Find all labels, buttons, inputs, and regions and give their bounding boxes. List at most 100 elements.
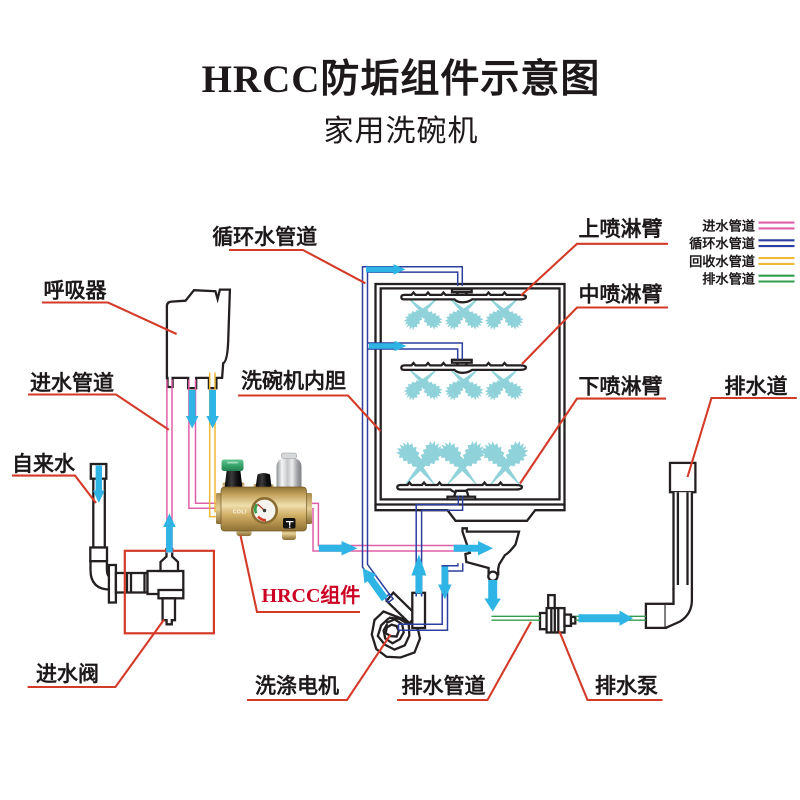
valve-green-cap bbox=[221, 459, 244, 471]
arm-mount-plate bbox=[446, 495, 477, 501]
drain-channel bbox=[644, 461, 697, 630]
legend-item: 循环水管道 bbox=[689, 235, 795, 251]
valve-gauge-hub bbox=[262, 508, 267, 513]
callout-leader-line bbox=[558, 630, 663, 702]
callout-drain-pipe: 排水管道 bbox=[397, 621, 532, 702]
callout-leader-line bbox=[12, 474, 97, 504]
motor-volute-loop bbox=[384, 623, 400, 638]
valve-gauge-green-arc bbox=[254, 503, 259, 514]
arm-blade bbox=[400, 290, 528, 304]
pipe-line bbox=[306, 507, 463, 552]
page-subtitle: 家用洗碗机 bbox=[324, 115, 479, 148]
valve-brand-text: COLI bbox=[233, 510, 247, 516]
middle-spray-arm bbox=[400, 358, 528, 374]
flow-arrow-breather-inlet-down bbox=[185, 390, 199, 429]
flow-arrow-motor-to-riser bbox=[362, 568, 388, 602]
motor-volute-loop bbox=[376, 616, 411, 651]
valve-reducer-knob bbox=[224, 467, 243, 489]
legend-item: 回收水管道 bbox=[689, 253, 795, 269]
flow-arrow-tap-down bbox=[93, 465, 105, 503]
spray-arms bbox=[396, 288, 528, 501]
legend-label: 排水管道 bbox=[702, 270, 756, 286]
flow-arrow-suction-down bbox=[438, 566, 452, 600]
callout-leader-line bbox=[397, 621, 532, 702]
circulation-pipe-lower-feed bbox=[415, 495, 464, 596]
drain-check-ball bbox=[487, 570, 499, 582]
callout-leader-line bbox=[686, 396, 797, 478]
callout-leader-line bbox=[520, 242, 668, 297]
callout-label: 排水泵 bbox=[595, 674, 658, 698]
callout-inlet-pipe: 进水管道 bbox=[28, 371, 170, 431]
tap-water-pipe bbox=[89, 462, 118, 604]
pump-top-stub bbox=[547, 593, 556, 610]
callout-dishwasher-liner: 洗碗机内胆 bbox=[238, 369, 382, 432]
callout-label: HRCC组件 bbox=[262, 583, 361, 607]
pipe-line bbox=[306, 502, 463, 547]
callout-label: 自来水 bbox=[12, 452, 76, 476]
page-title: HRCC防垢组件示意图 bbox=[202, 58, 601, 101]
callout-leader-line bbox=[239, 535, 360, 614]
title-block: HRCC防垢组件示意图 家用洗碗机 bbox=[202, 58, 601, 148]
flow-arrow-recovery-right bbox=[318, 541, 358, 556]
legend-label: 回收水管道 bbox=[689, 253, 756, 269]
valve-gauge-red-arc bbox=[257, 515, 267, 522]
pipe-line bbox=[194, 379, 222, 504]
lower-spray-arm bbox=[396, 480, 524, 501]
callout-tap-water: 自来水 bbox=[12, 452, 97, 504]
hrcc-valve: COLI bbox=[216, 452, 312, 540]
legend: 进水管道 循环水管道 回收水管道 排水管道 bbox=[689, 217, 795, 286]
drain-pump bbox=[538, 593, 577, 634]
callout-lower-spray-arm: 下喷淋臂 bbox=[519, 374, 666, 485]
legend-item: 排水管道 bbox=[702, 270, 795, 286]
inlet-valve bbox=[114, 547, 185, 626]
legend-label: 进水管道 bbox=[702, 217, 756, 233]
inlet-valve-solenoid-plate bbox=[157, 588, 185, 600]
callout-label: 下喷淋臂 bbox=[579, 374, 663, 398]
pipe-line bbox=[188, 379, 222, 510]
callout-leader-line bbox=[229, 248, 366, 285]
upper-spray-arm bbox=[400, 288, 528, 304]
callout-label: 呼吸器 bbox=[44, 280, 108, 303]
callout-upper-spray-arm: 上喷淋臂 bbox=[520, 217, 668, 297]
callout-drain-channel: 排水道 bbox=[686, 375, 797, 478]
tank-base-skirt bbox=[374, 504, 566, 522]
drain-pipe-sump-to-pump bbox=[491, 615, 541, 621]
tap-pipe-coupling bbox=[89, 546, 109, 563]
breather bbox=[165, 288, 232, 390]
callout-label: 排水管道 bbox=[402, 674, 486, 698]
callout-label: 排水道 bbox=[725, 375, 788, 399]
valve-drain-button-icon bbox=[286, 521, 294, 526]
valve-mid-knob bbox=[255, 473, 272, 488]
flow-arrow-top-feed-right bbox=[366, 264, 406, 275]
callout-leader-line bbox=[238, 394, 382, 432]
callout-label: 洗碗机内胆 bbox=[241, 369, 346, 393]
callout-hrcc-component: HRCC组件 bbox=[239, 535, 361, 614]
flow-arrows bbox=[93, 264, 633, 626]
callout-circulation-pipe: 循环水管道 bbox=[212, 225, 366, 285]
callout-leader-line bbox=[27, 618, 165, 689]
funnel-body bbox=[461, 527, 521, 576]
flow-arrow-middle-feed-right bbox=[369, 340, 407, 352]
callout-label: 循环水管道 bbox=[212, 225, 317, 249]
drain-cap bbox=[668, 461, 697, 494]
motor-inlet-port bbox=[411, 591, 427, 630]
arm-blade bbox=[396, 480, 524, 494]
arm-blade bbox=[400, 361, 528, 374]
callout-leader-line bbox=[42, 301, 178, 335]
valve-green-cap-slot bbox=[227, 461, 238, 464]
callout-leader-line bbox=[247, 633, 392, 702]
callout-leader-line bbox=[519, 397, 666, 485]
callout-inlet-valve: 进水阀 bbox=[27, 618, 165, 689]
callout-drain-pump: 排水泵 bbox=[558, 630, 663, 702]
callout-leader-line bbox=[28, 393, 170, 431]
drain-inlet-box bbox=[644, 602, 667, 630]
valve-filter-canister bbox=[276, 457, 302, 492]
flow-arrow-ball-down bbox=[484, 580, 501, 612]
callout-label: 进水阀 bbox=[36, 663, 99, 686]
motor-volute-loop bbox=[382, 618, 405, 645]
motor-discharge-tube bbox=[385, 590, 418, 625]
callout-label: 进水管道 bbox=[30, 371, 114, 395]
flow-arrow-recovery-into-sump bbox=[453, 541, 493, 556]
